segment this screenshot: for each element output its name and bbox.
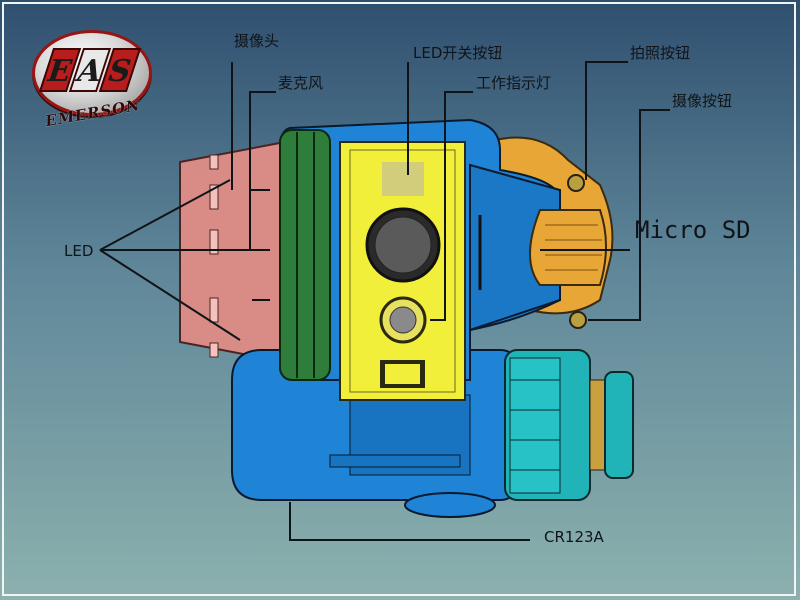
label-indicator-light: 工作指示灯 bbox=[476, 74, 552, 92]
label-battery: CR123A bbox=[544, 528, 604, 546]
photo-button-knob bbox=[567, 174, 585, 192]
leader-led-upper bbox=[99, 179, 231, 251]
label-led: LED bbox=[64, 242, 94, 260]
label-photo-button: 拍照按钮 bbox=[630, 44, 691, 62]
label-microphone: 麦克风 bbox=[278, 74, 324, 92]
battery-cap-knob bbox=[504, 349, 634, 501]
leader-led-lower bbox=[99, 249, 241, 341]
emerson-logo: E A S EMERSON bbox=[26, 26, 156, 130]
leader-photo-button bbox=[585, 61, 628, 180]
front-green-band bbox=[279, 129, 331, 381]
leader-indicator bbox=[430, 91, 473, 321]
leader-battery bbox=[289, 502, 530, 541]
leader-lines bbox=[99, 61, 670, 541]
logo-letters: E A S bbox=[38, 48, 142, 94]
label-video-button: 摄像按钮 bbox=[672, 92, 733, 110]
label-led-switch-button: LED开关按钮 bbox=[413, 44, 503, 62]
leader-microphone bbox=[249, 91, 276, 250]
video-button-knob bbox=[569, 311, 587, 329]
label-micro-sd: Micro SD bbox=[635, 216, 751, 244]
leader-video-button bbox=[588, 109, 670, 321]
label-camera: 摄像头 bbox=[234, 32, 280, 50]
control-face-panel bbox=[339, 141, 466, 401]
micro-sd-slot bbox=[478, 209, 607, 290]
